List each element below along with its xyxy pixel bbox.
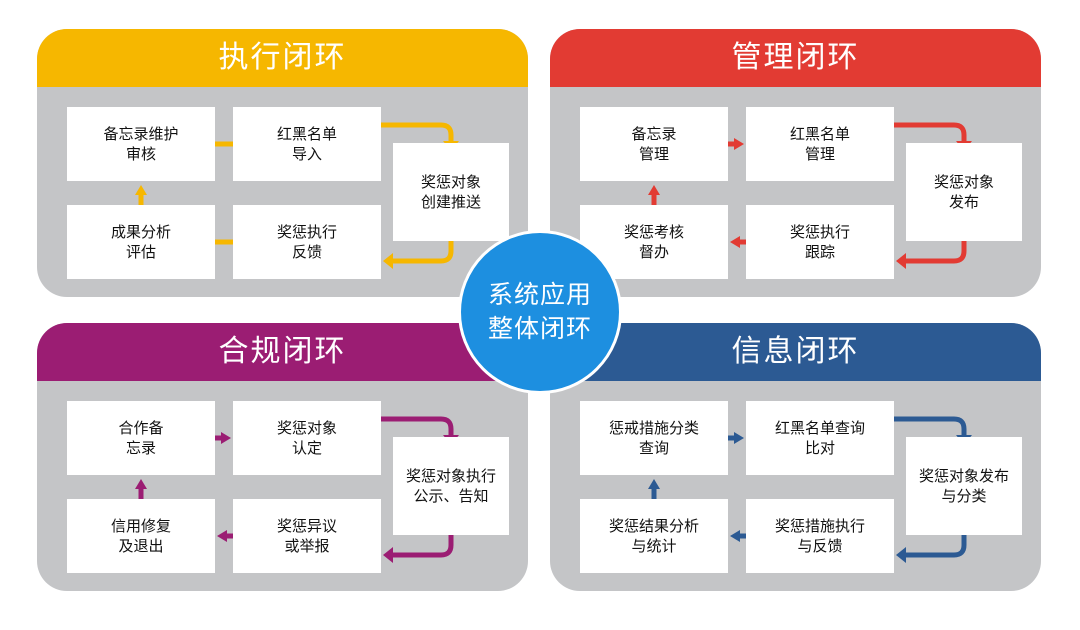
panel-information-loop: 信息闭环 惩戒措施分类 查询 红黑名单查询 比对 奖惩结果分析 与统计 奖惩措施… [550,323,1041,591]
step-label: 备忘录 管理 [631,125,677,163]
panel-execution-loop: 执行闭环 备忘录维护 审核 红黑名单 导入 成果分析 评估 奖惩执行 反馈 奖惩… [37,29,528,297]
arrow-path [904,241,967,264]
arrowhead [730,236,740,248]
step-box: 红黑名单查询 比对 [746,401,894,475]
center-hub: 系统应用 整体闭环 [458,230,622,394]
step-box: 奖惩对象 认定 [233,401,381,475]
step-label: 红黑名单 导入 [276,125,337,163]
arrow-path [391,535,454,558]
arrow-path [894,416,967,437]
step-box: 红黑名单 导入 [233,107,381,181]
step-label: 红黑名单查询 比对 [774,419,865,457]
arrowhead [734,138,744,150]
step-label: 合作备 忘录 [118,419,164,457]
arrowhead [383,253,393,269]
panel-management-loop: 管理闭环 备忘录 管理 红黑名单 管理 奖惩考核 督办 奖惩执行 跟踪 奖惩对象… [550,29,1041,297]
arrowhead [135,185,147,195]
step-label: 成果分析 评估 [110,223,171,261]
step-box: 奖惩执行 跟踪 [746,205,894,279]
step-box: 奖惩结果分析 与统计 [580,499,728,573]
arrow-path [381,122,454,143]
panel-title: 信息闭环 [550,323,1041,381]
step-box: 奖惩异议 或举报 [233,499,381,573]
panel-title: 合规闭环 [37,323,528,381]
arrow-path [391,241,454,264]
panel-title: 执行闭环 [37,29,528,87]
arrowhead [896,547,906,563]
step-label: 奖惩对象 发布 [933,173,994,211]
step-label: 奖惩执行 跟踪 [789,223,850,261]
step-label: 惩戒措施分类 查询 [608,419,699,457]
arrow-path [894,122,967,143]
arrow-path [904,535,967,558]
arrowhead [217,530,227,542]
step-box: 奖惩措施执行 与反馈 [746,499,894,573]
step-box: 备忘录 管理 [580,107,728,181]
arrowhead [383,547,393,563]
arrowhead [730,530,740,542]
step-box: 奖惩执行 反馈 [233,205,381,279]
arrowhead [648,479,660,489]
step-label: 奖惩对象 认定 [276,419,337,457]
step-label: 奖惩对象执行 公示、告知 [405,467,496,505]
step-box: 合作备 忘录 [67,401,215,475]
panel-compliance-loop: 合规闭环 合作备 忘录 奖惩对象 认定 信用修复 及退出 奖惩异议 或举报 奖惩… [37,323,528,591]
center-label-line2: 整体闭环 [487,314,592,343]
arrowhead [135,479,147,489]
step-box: 信用修复 及退出 [67,499,215,573]
step-label: 信用修复 及退出 [110,517,171,555]
step-label: 奖惩结果分析 与统计 [608,517,699,555]
step-label: 奖惩对象发布 与分类 [918,467,1009,505]
step-box: 奖惩对象执行 公示、告知 [393,437,509,535]
arrowhead [648,185,660,195]
step-label: 奖惩措施执行 与反馈 [774,517,865,555]
arrow-path [381,416,454,437]
step-box: 红黑名单 管理 [746,107,894,181]
step-box: 奖惩对象 发布 [906,143,1022,241]
center-label-line1: 系统应用 [487,280,592,309]
step-label: 奖惩异议 或举报 [276,517,337,555]
step-label: 奖惩执行 反馈 [276,223,337,261]
step-label: 备忘录维护 审核 [103,125,179,163]
step-box: 奖惩对象发布 与分类 [906,437,1022,535]
arrowhead [734,432,744,444]
step-label: 红黑名单 管理 [789,125,850,163]
step-label: 奖惩考核 督办 [623,223,684,261]
step-box: 惩戒措施分类 查询 [580,401,728,475]
arrowhead [221,432,231,444]
step-box: 奖惩对象 创建推送 [393,143,509,241]
panel-title: 管理闭环 [550,29,1041,87]
arrowhead [896,253,906,269]
step-box: 备忘录维护 审核 [67,107,215,181]
step-label: 奖惩对象 创建推送 [420,173,481,211]
step-box: 成果分析 评估 [67,205,215,279]
